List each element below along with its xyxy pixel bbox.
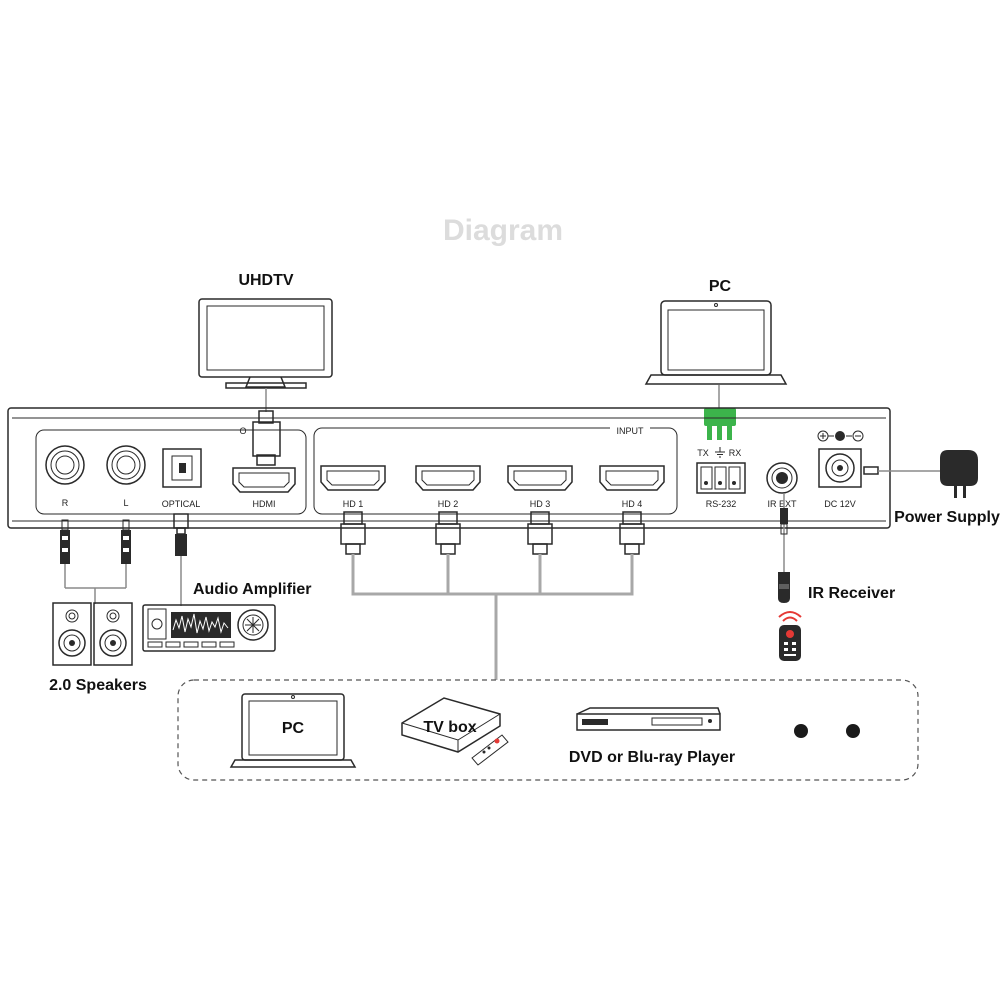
pc-top-device [644,300,788,385]
hdmi-in-1-label: HD 1 [343,499,364,509]
tv-box-remote-icon [471,734,509,766]
uhdtv-device [198,298,333,389]
dc12v-label: DC 12V [824,499,856,509]
rca-l-port [106,445,146,485]
ground-icon [715,447,725,458]
hdmi-in-3-port [507,465,573,491]
optical-label: OPTICAL [162,499,201,509]
matrix-switch-panel: O R L OPTICAL HDMI INPU [7,407,891,529]
rca-l-label: L [123,498,128,508]
tv-box-label: TV box [423,719,476,736]
hdmi-in-4-port [599,465,665,491]
rca-r-port [45,445,85,485]
optical-cable [173,513,189,606]
ir-receiver-label: IR Receiver [808,585,895,602]
uhdtv-hdmi-plug [252,410,281,466]
polarity-icon [828,431,852,441]
uhdtv-label: UHDTV [238,272,293,289]
pc-top-label: PC [709,278,732,295]
hdmi-in-1-port [320,465,386,491]
rs232-label: RS-232 [706,499,737,509]
hdmi-in-3-label: HD 3 [530,499,551,509]
optical-port [162,448,202,488]
remote-control-icon [778,611,802,661]
dvd-player-device [576,707,721,731]
rs232-tx-label: TX [697,448,709,458]
rs232-terminal-plug [704,408,736,440]
rca-r-label: R [62,498,69,508]
output-group-label: O [239,426,246,436]
source-devices-group [177,679,919,781]
power-supply-label: Power Supply [894,509,1000,526]
hdmi-out-port [232,467,296,493]
tv-box-device [401,697,501,753]
audio-amplifier-label: Audio Amplifier [193,581,312,598]
hdmi-in-2-label: HD 2 [438,499,459,509]
more-sources-dot [794,724,808,738]
power-adapter [863,450,978,498]
dvd-player-label: DVD or Blu-ray Player [569,749,735,766]
pc-source-device [229,693,357,768]
hdmi-input-cables [340,511,645,680]
rs232-port [696,462,746,494]
dc-power-port [818,448,862,488]
ir-ext-port [766,462,798,494]
minus-icon [852,430,864,442]
plus-icon [817,430,829,442]
rs232-terminal-body [704,408,736,426]
speakers-label: 2.0 Speakers [49,677,147,694]
pc-source-label: PC [282,720,305,737]
speakers-device [52,602,133,666]
input-group-label: INPUT [617,426,645,436]
hdmi-in-4-label: HD 4 [622,499,643,509]
audio-amplifier-device [142,604,276,652]
rs232-rx-label: RX [729,448,742,458]
ir-receiver-device [778,494,790,603]
diagram-title: Diagram [443,214,563,247]
ir-ext-label: IR EXT [767,499,797,509]
hdmi-in-2-port [415,465,481,491]
rca-cables [60,519,131,604]
hdmi-out-label: HDMI [253,499,276,509]
more-sources-dot [846,724,860,738]
